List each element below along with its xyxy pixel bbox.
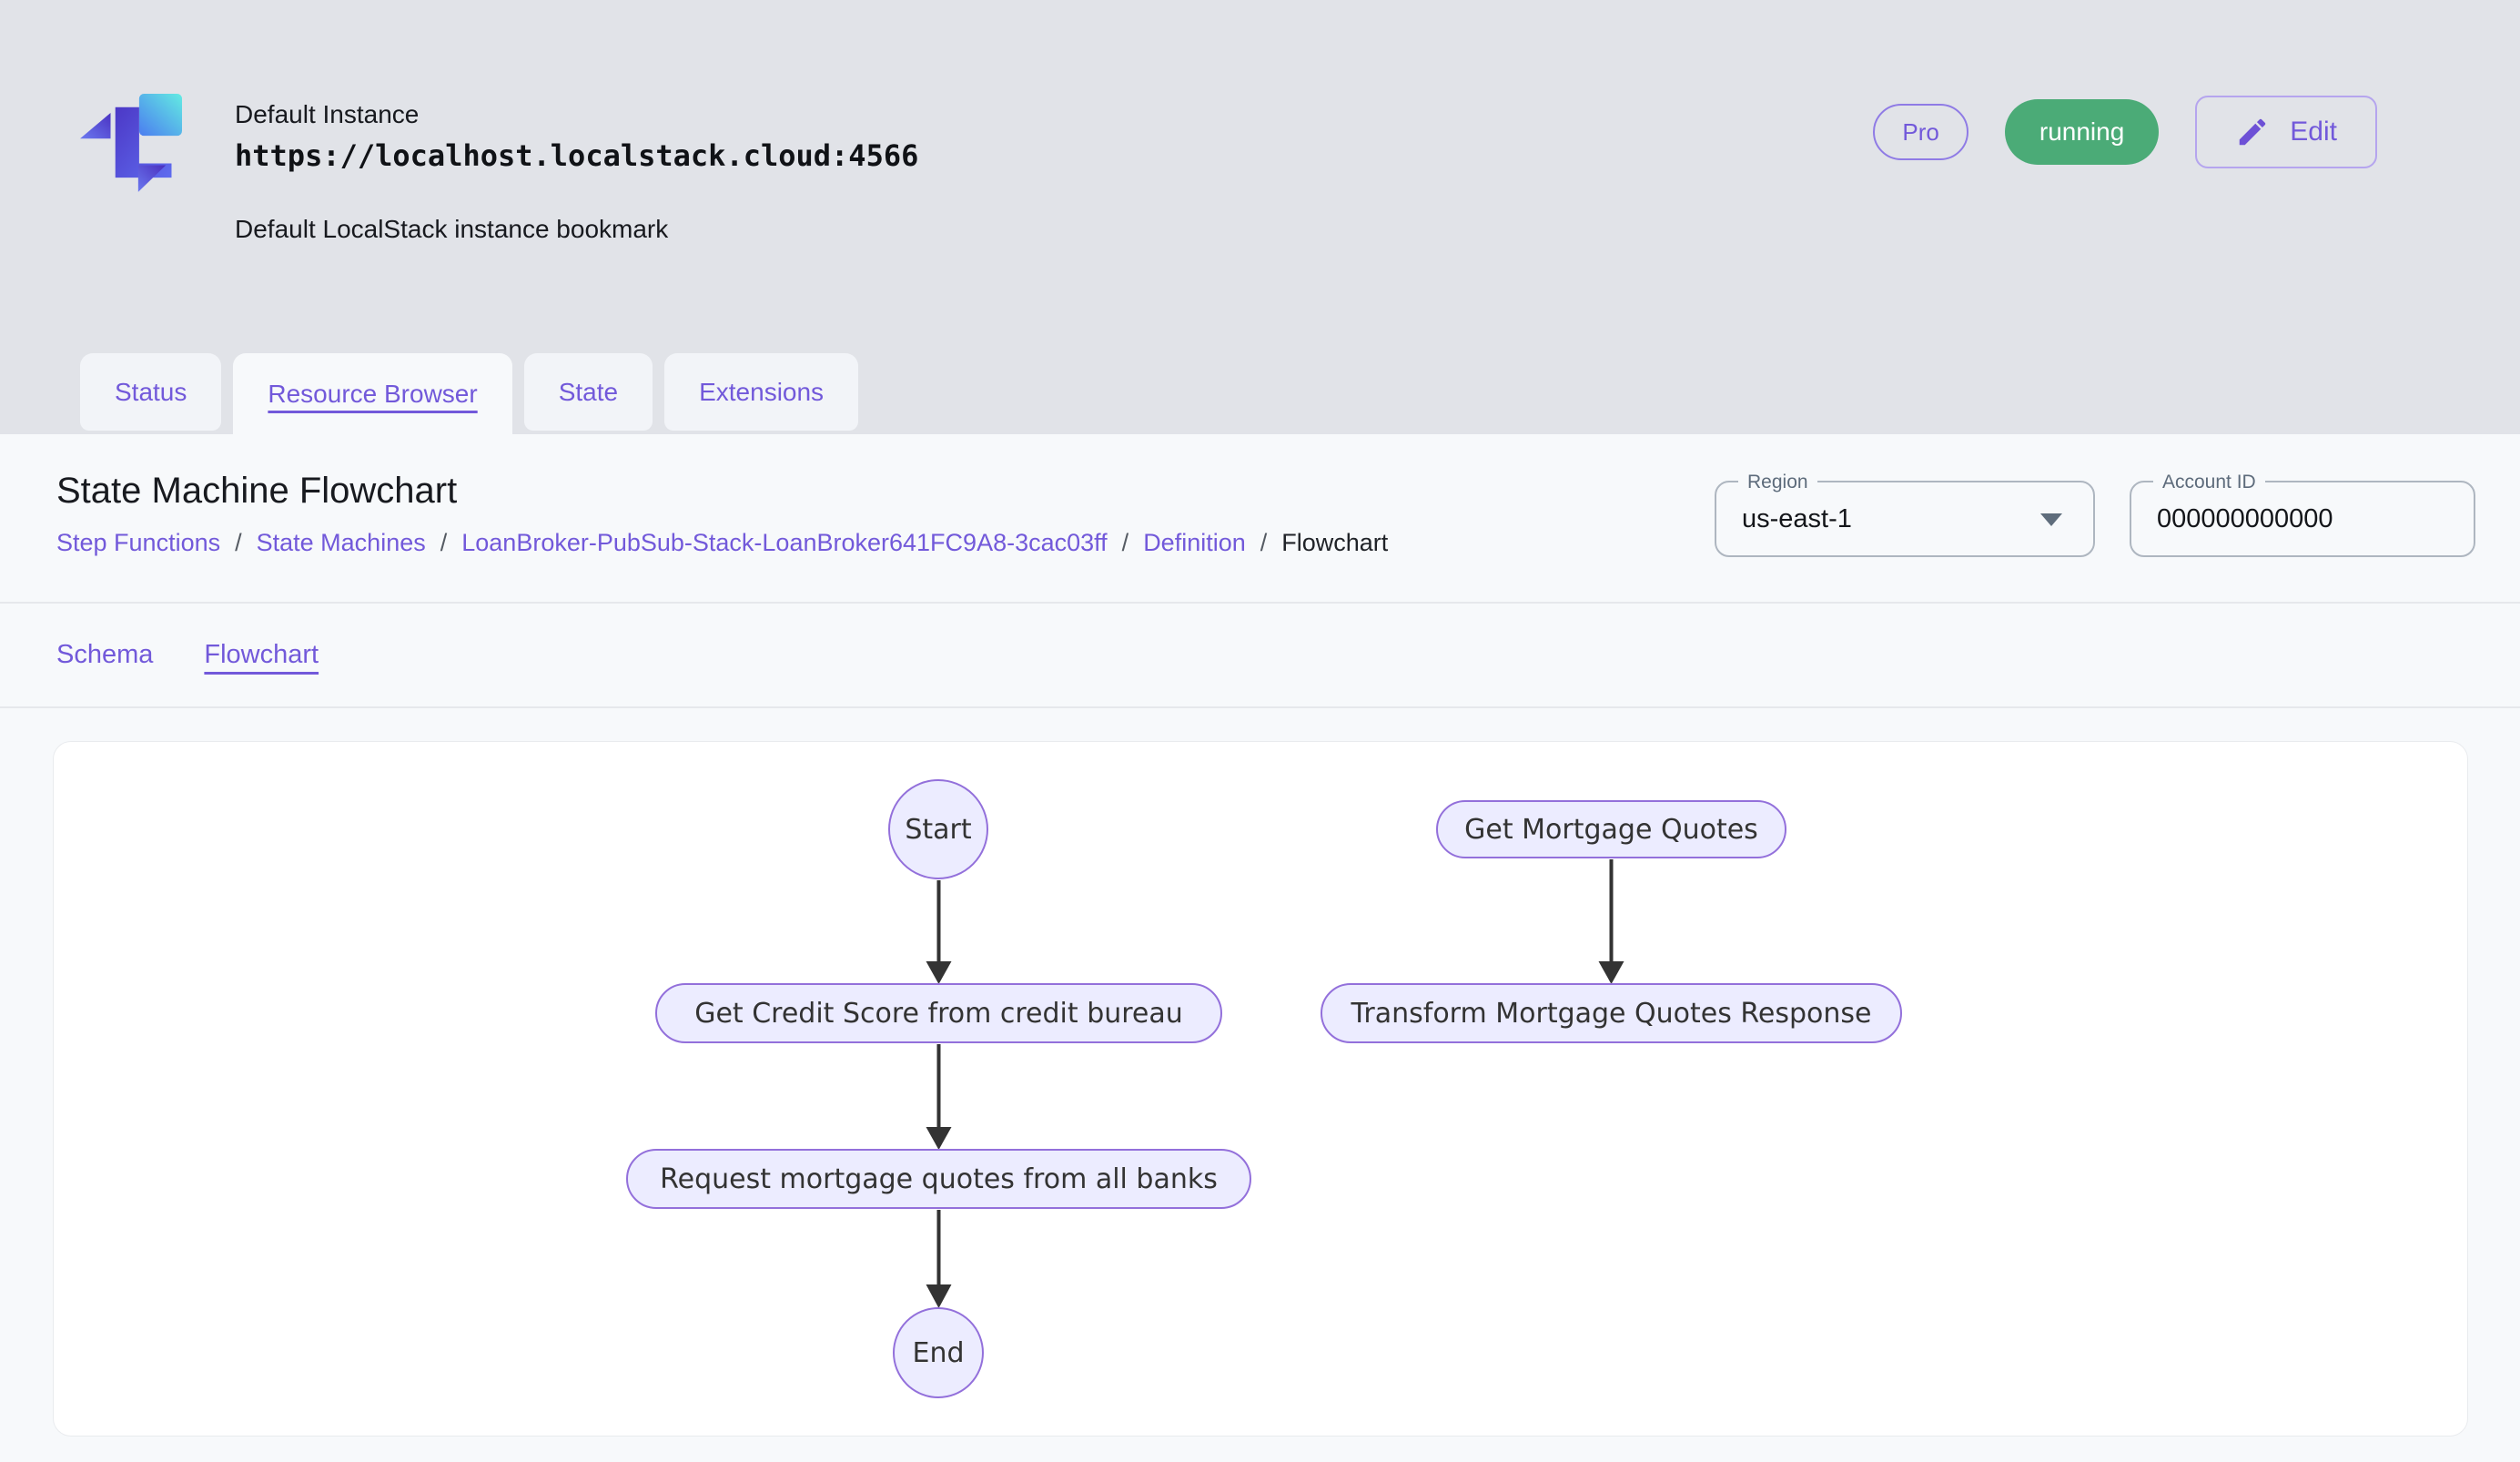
tab-state[interactable]: State [523,353,653,431]
main-tabs: Status Resource Browser State Extensions [80,353,859,434]
breadcrumb-separator: / [440,529,448,556]
tab-extensions[interactable]: Extensions [664,353,859,431]
instance-info: Default Instance https://localhost.local… [235,100,918,244]
tab-resource-browser[interactable]: Resource Browser [233,353,512,434]
status-badge: running [2004,99,2160,165]
header-actions: Pro running Edit [1873,95,2377,169]
edit-button[interactable]: Edit [2195,96,2377,168]
breadcrumb: Step Functions / State Machines / LoanBr… [56,529,1388,557]
subtab-flowchart[interactable]: Flowchart [204,640,319,669]
resource-browser-panel: State Machine Flowchart Step Functions /… [0,434,2520,1462]
breadcrumb-separator: / [1260,529,1268,556]
account-id-input[interactable] [2131,503,2423,534]
breadcrumb-state-machine-name[interactable]: LoanBroker-PubSub-Stack-LoanBroker641FC9… [461,529,1108,556]
breadcrumb-definition[interactable]: Definition [1143,529,1246,556]
region-select[interactable]: Region us-east-1 [1715,469,2095,557]
flow-node-transform-response: Transform Mortgage Quotes Response [1321,983,1902,1043]
instance-url: https://localhost.localstack.cloud:4566 [235,138,919,173]
arrowhead-icon [1598,961,1624,984]
page-title: State Machine Flowchart [56,471,458,511]
tab-resource-browser-label: Resource Browser [268,379,478,408]
flow-node-get-credit-score: Get Credit Score from credit bureau [655,983,1222,1043]
breadcrumb-step-functions[interactable]: Step Functions [56,529,221,556]
dropdown-caret-icon [2040,513,2062,526]
localstack-logo [80,94,182,192]
tab-status-label: Status [115,377,187,406]
tab-state-label: State [558,377,619,406]
arrowhead-icon [926,961,952,984]
region-value: us-east-1 [1742,503,1852,533]
panel-header: State Machine Flowchart Step Functions /… [0,434,2520,604]
definition-subtabs: Schema Flowchart [0,604,2520,708]
breadcrumb-separator: / [1121,529,1129,556]
flow-node-start: Start [888,779,988,879]
flow-node-get-mortgage-quotes: Get Mortgage Quotes [1436,800,1786,858]
arrowhead-icon [926,1284,952,1308]
edit-button-label: Edit [2290,117,2337,147]
breadcrumb-separator: / [235,529,242,556]
edit-pencil-icon [2240,118,2266,146]
flow-node-request-quotes: Request mortgage quotes from all banks [626,1149,1251,1209]
account-id-label: Account ID [2153,469,2265,496]
tab-extensions-label: Extensions [699,377,825,406]
breadcrumb-state-machines[interactable]: State Machines [256,529,426,556]
instance-name: Default Instance [235,100,420,128]
subtab-schema[interactable]: Schema [56,640,154,669]
account-id-field: Account ID [2130,469,2475,557]
tab-status[interactable]: Status [80,353,222,431]
arrowhead-icon [926,1127,952,1150]
flowchart-card: Start Get Credit Score from credit burea… [53,741,2468,1437]
flowchart-content: Start Get Credit Score from credit burea… [0,708,2520,1437]
instance-description: Default LocalStack instance bookmark [235,215,669,243]
pro-badge: Pro [1873,104,1968,160]
breadcrumb-current: Flowchart [1281,529,1389,556]
flowchart-edges [926,859,1624,1308]
flow-node-end: End [893,1307,984,1398]
region-label: Region [1738,469,1817,496]
